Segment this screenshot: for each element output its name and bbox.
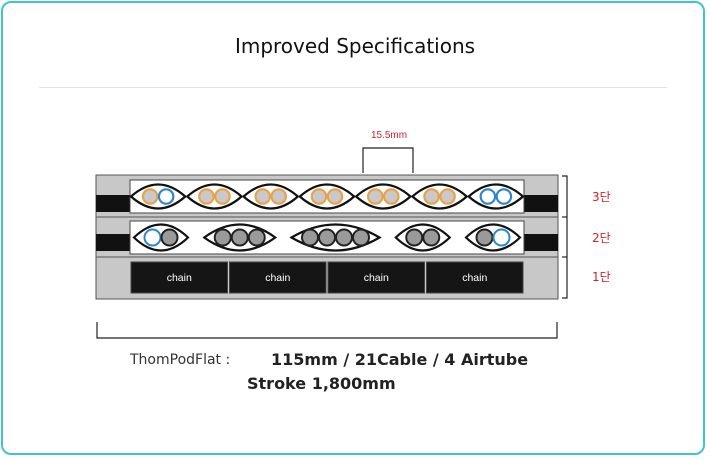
orange-cable — [198, 188, 215, 205]
chain-label: chain — [167, 272, 192, 284]
spec-stroke: Stroke 1,800mm — [247, 374, 396, 393]
gray-cable — [247, 228, 266, 247]
gray-cable — [475, 228, 494, 247]
tier-label-3: 3단 — [592, 190, 611, 204]
blue-cable — [157, 188, 175, 205]
width-bracket — [362, 147, 414, 173]
chain-segment — [327, 261, 425, 294]
blue-cable — [492, 228, 511, 247]
side-tab — [524, 234, 558, 251]
side-tab — [96, 234, 130, 251]
chain-segment — [229, 261, 327, 294]
gray-cable — [160, 228, 179, 247]
orange-cable — [423, 188, 440, 205]
gray-cable — [213, 228, 232, 247]
side-tab — [96, 195, 130, 212]
total-width-bracket — [96, 322, 558, 339]
orange-cable — [326, 188, 344, 205]
orange-cable — [270, 188, 288, 205]
orange-cable — [310, 188, 328, 205]
divider — [39, 87, 667, 88]
page-title: Improved Specifications — [234, 34, 476, 58]
gray-cable — [405, 228, 424, 247]
width-label: 15.5mm — [371, 130, 407, 141]
chain-label: chain — [364, 272, 389, 284]
chain-segment — [426, 261, 524, 294]
side-tab — [524, 195, 558, 212]
gray-cable — [422, 228, 441, 247]
chain-segment — [130, 261, 228, 294]
spec-value: 115mm / 21Cable / 4 Airtube — [271, 350, 529, 369]
orange-cable — [254, 188, 272, 205]
gray-cable — [318, 228, 336, 247]
orange-cable — [439, 188, 456, 205]
spec-label: ThomPodFlat : — [130, 352, 231, 368]
tier3-cable-row — [129, 183, 525, 210]
blue-cable — [479, 188, 497, 205]
tier-bracket — [562, 175, 568, 299]
blue-cable — [495, 188, 513, 205]
orange-cable — [141, 188, 159, 205]
orange-cable — [214, 188, 231, 205]
gray-cable — [301, 228, 319, 247]
chain-label: chain — [462, 272, 487, 284]
gray-cable — [335, 228, 353, 247]
tier-label-1: 1단 — [592, 270, 611, 284]
gray-cable — [352, 228, 370, 247]
orange-cable — [382, 188, 400, 205]
chain-label: chain — [265, 272, 290, 284]
blue-cable — [143, 228, 162, 247]
gray-cable — [230, 228, 249, 247]
tier2-cable-row — [132, 223, 522, 252]
orange-cable — [366, 188, 384, 205]
tier-label-2: 2단 — [592, 231, 611, 245]
tier1-chain-row: chain chain chain chain — [130, 261, 524, 294]
